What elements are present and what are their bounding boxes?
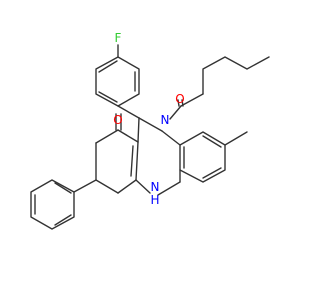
acyl-to-c2-bond [180,93,204,107]
fluorophenyl-double-2 [98,91,118,103]
n-to-acyl-bond [169,105,182,120]
benzo-ring [179,131,226,183]
structure-canvas: F O O N N H [30,31,270,230]
alkyl-chain [202,56,270,95]
methyl-bond [224,131,248,146]
carbonyl-to-ch2-bond [95,129,119,144]
fluorophenyl-double-3 [98,60,118,73]
amide-double-a [177,99,180,107]
enone-double-outer [135,141,139,181]
fluorophenyl-ring [95,56,140,107]
n-to-benzo-bond [161,130,181,146]
benzo-double-1 [202,135,222,148]
benzo-to-nh-bond [157,181,181,196]
ch-to-n-bond [138,117,163,132]
phenyl-ring [30,179,75,230]
phenyl-double-1 [54,182,72,194]
amine-hydrogen-label: H [150,193,159,207]
enone-to-carbonyl-bond [117,129,139,143]
chemical-structure-diagram: F O O N N H [30,31,270,230]
bond-lines [30,44,270,230]
ch-to-enone-bond [137,117,140,143]
benzo-double-2 [202,167,222,179]
ch2-to-enamine-bond [117,179,137,194]
fluorine-label: F [115,31,122,45]
amine-nitrogen-label: N [151,180,160,194]
aryl-to-ch-bond [117,105,140,119]
atom-labels: F O O N N H [113,31,184,207]
phenyl-double-3 [54,214,72,226]
chph-to-phenyl-bond [73,179,97,193]
nh-to-enamine-bond [135,179,151,194]
enone-double-inner [130,145,134,177]
chph-to-ch2-bond [95,179,119,194]
amide-nitrogen-label: N [161,113,170,127]
ketone-oxygen-label: O [113,113,122,127]
amide-oxygen-label: O [175,92,184,106]
